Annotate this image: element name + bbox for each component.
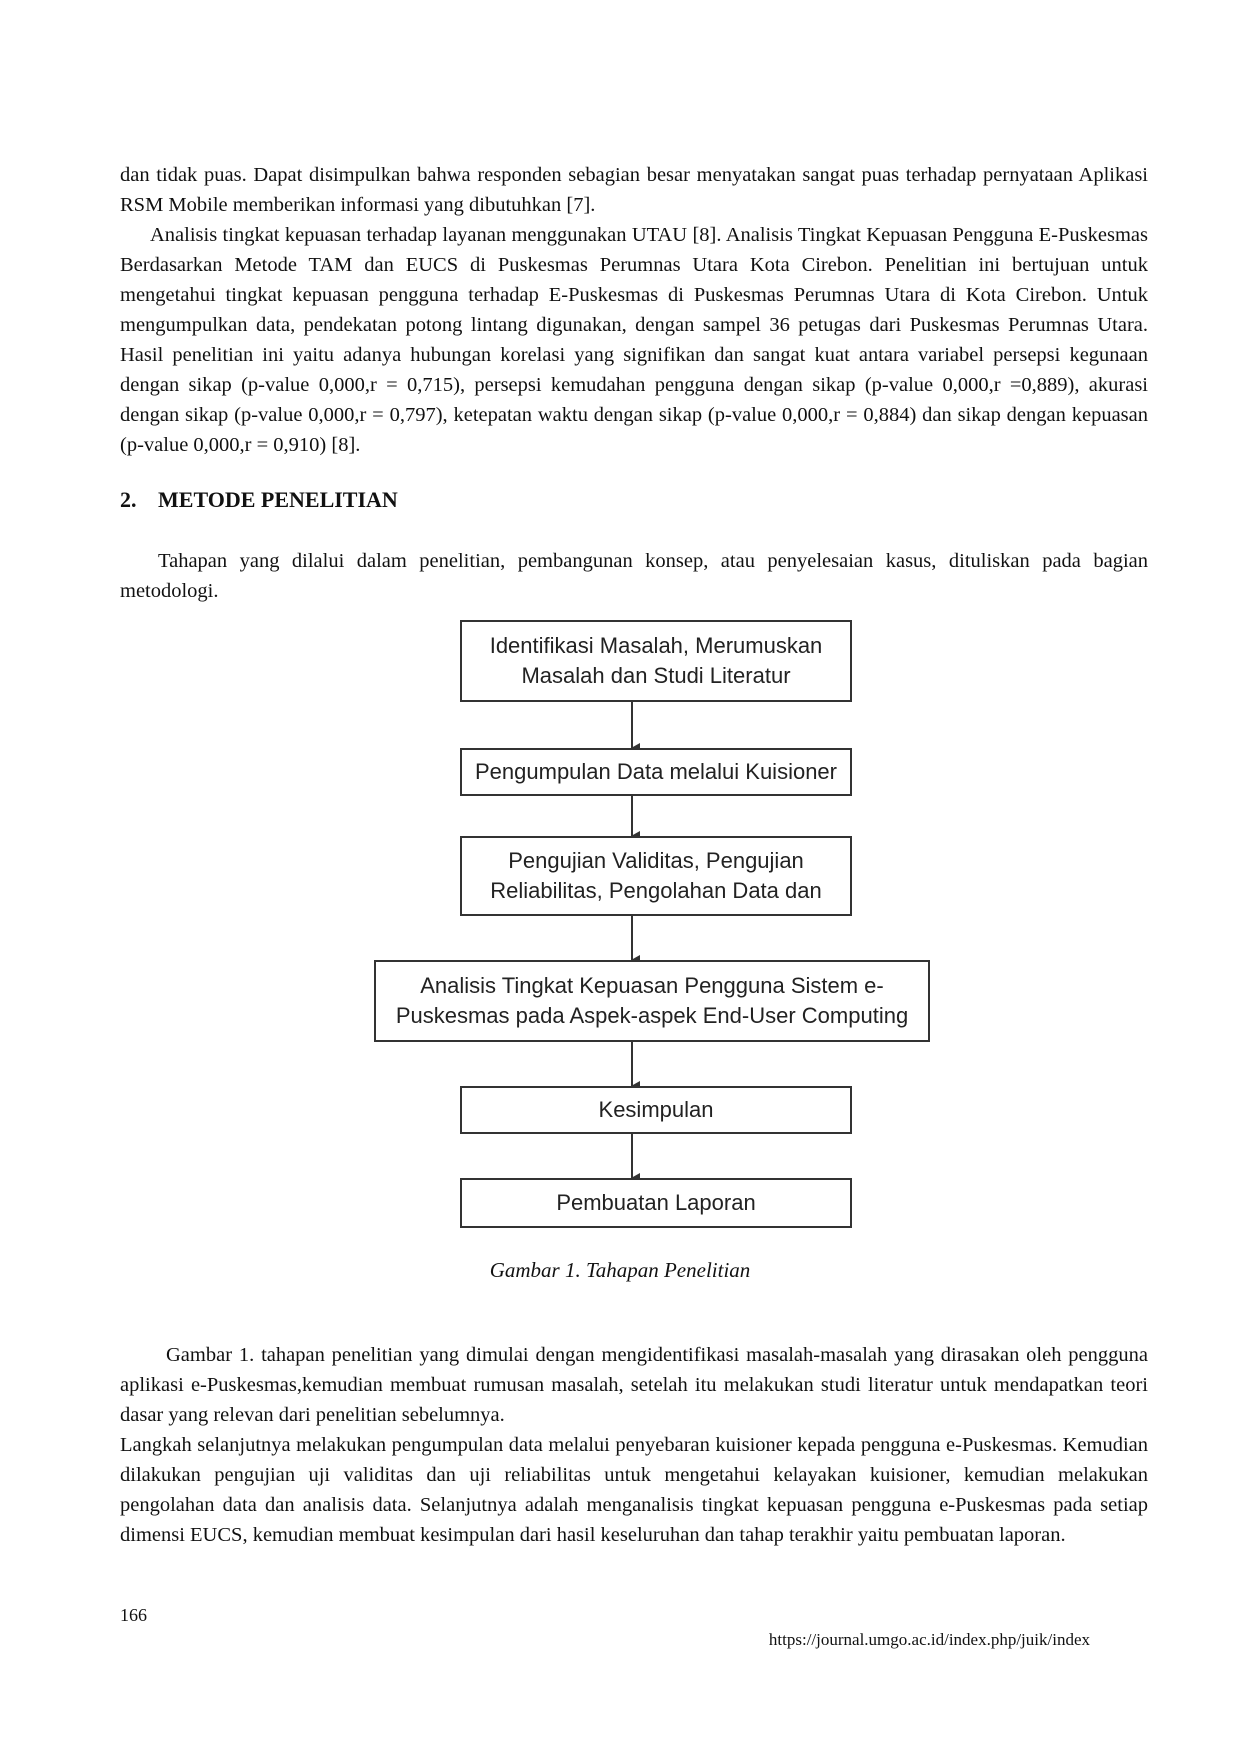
- step-pengujian: Pengujian Validitas, Pengujian Reliabili…: [460, 836, 852, 916]
- section-number: 2.: [120, 487, 137, 512]
- method-description: Gambar 1. tahapan penelitian yang dimula…: [120, 1340, 1148, 1550]
- flowchart-arrows: [631, 700, 640, 1183]
- step-kesimpulan: Kesimpulan: [460, 1086, 852, 1134]
- step-identifikasi: Identifikasi Masalah, Merumuskan Masalah…: [460, 620, 852, 702]
- journal-url[interactable]: https://journal.umgo.ac.id/index.php/jui…: [768, 1630, 1090, 1649]
- flowchart: Identifikasi Masalah, Merumuskan Masalah…: [370, 618, 934, 1230]
- paragraph-figure-explanation: Gambar 1. tahapan penelitian yang dimula…: [120, 1344, 1148, 1426]
- section-heading: 2. METODE PENELITIAN: [120, 487, 398, 513]
- step-pengumpulan-data: Pengumpulan Data melalui Kuisioner: [460, 748, 852, 796]
- step-analisis: Analisis Tingkat Kepuasan Pengguna Siste…: [374, 960, 930, 1042]
- page-number: 166: [120, 1605, 147, 1625]
- section-title: METODE PENELITIAN: [158, 487, 398, 512]
- paragraph-next-steps: Langkah selanjutnya melakukan pengumpula…: [120, 1434, 1148, 1546]
- step-pembuatan-laporan: Pembuatan Laporan: [460, 1178, 852, 1228]
- method-intro: Tahapan yang dilalui dalam penelitian, p…: [120, 546, 1148, 606]
- paragraph-utau-analysis: Analisis tingkat kepuasan terhadap layan…: [120, 224, 1148, 456]
- paragraph-method-intro: Tahapan yang dilalui dalam penelitian, p…: [120, 550, 1148, 602]
- intro-paragraphs: dan tidak puas. Dapat disimpulkan bahwa …: [120, 160, 1148, 460]
- figure-caption: Gambar 1. Tahapan Penelitian: [489, 1258, 751, 1282]
- paragraph-continuation: dan tidak puas. Dapat disimpulkan bahwa …: [120, 164, 1148, 216]
